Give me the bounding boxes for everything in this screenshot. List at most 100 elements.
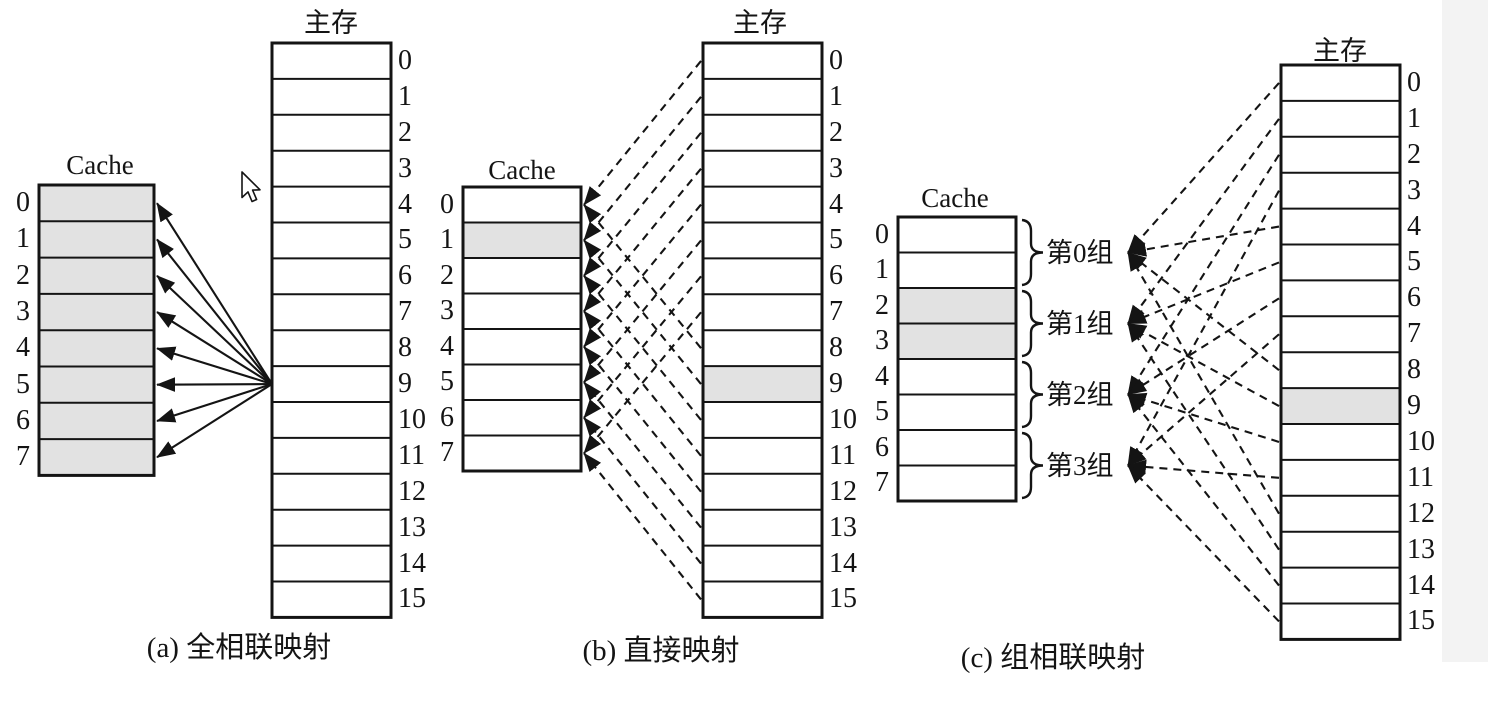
mapping-arrow — [1127, 251, 1280, 371]
mapping-arrow — [156, 202, 273, 385]
cache-row-label: 0 — [875, 218, 889, 250]
cache-row-shading — [899, 288, 1015, 324]
cache-row-shading — [40, 185, 153, 222]
memory-row-label: 4 — [829, 188, 843, 220]
mapping-arrow — [583, 204, 702, 349]
cache-row-label: 7 — [16, 441, 30, 473]
memory-row-label: 11 — [1407, 461, 1434, 493]
mapping-arrow — [156, 238, 273, 385]
set-label: 第0组 — [1046, 237, 1114, 268]
cache-row-label: 1 — [16, 223, 30, 255]
cache-row-shading — [40, 293, 153, 331]
memory-row-label: 10 — [829, 403, 857, 435]
cache-row-label: 7 — [875, 467, 889, 499]
set-brace — [1021, 360, 1044, 429]
cache-row-label: 2 — [875, 289, 889, 321]
mapping-arrow — [583, 452, 702, 601]
memory-row-label: 13 — [829, 511, 857, 543]
mapping-arrow — [583, 60, 702, 206]
memory-row-label: 5 — [829, 224, 843, 256]
diagram-caption: (b) 直接映射 — [582, 635, 740, 667]
memory-row-label: 10 — [1407, 425, 1435, 457]
memory-row-label: 11 — [398, 439, 425, 471]
cache-row-label: 1 — [875, 254, 889, 286]
memory-row-label: 1 — [398, 80, 412, 112]
cache-row-label: 0 — [16, 187, 30, 219]
set-label: 第2组 — [1046, 379, 1114, 410]
memory-row-label: 9 — [829, 368, 843, 400]
cache-row-label: 5 — [875, 396, 889, 428]
cache-row-shading — [40, 439, 153, 476]
cache-row-label: 1 — [440, 224, 454, 256]
mapping-arrow — [583, 381, 702, 529]
mapping-arrow — [1127, 154, 1280, 396]
memory-row-shading — [1282, 388, 1399, 424]
diagram-caption: (a) 全相联映射 — [146, 632, 332, 664]
mapping-arrow — [156, 383, 273, 423]
set-label: 第1组 — [1046, 308, 1114, 339]
memory-row-label: 15 — [829, 583, 857, 615]
mapping-arrow — [1127, 190, 1280, 467]
memory-row-label: 1 — [1407, 102, 1421, 134]
mapping-arrow — [1127, 464, 1280, 623]
memory-row-label: 14 — [829, 547, 857, 579]
memory-row-label: 3 — [398, 152, 412, 184]
memory-row-label: 6 — [1407, 282, 1421, 314]
memory-row-label: 4 — [1407, 210, 1421, 242]
mapping-arrow — [583, 346, 702, 493]
mapping-arrow — [156, 346, 273, 386]
cache-row-shading — [40, 402, 153, 440]
memory-row-label: 11 — [829, 439, 856, 471]
memory-row-label: 9 — [398, 368, 412, 400]
mapping-arrow — [1127, 225, 1280, 257]
cache-title: Cache — [921, 183, 989, 213]
mapping-arrow — [1127, 297, 1280, 396]
memory-row-label: 7 — [398, 296, 412, 328]
cache-row-label: 3 — [16, 296, 30, 328]
memory-row-label: 5 — [1407, 246, 1421, 278]
cache-row-label: 5 — [440, 366, 454, 398]
mapping-arrow — [583, 417, 702, 565]
cache-row-shading — [40, 366, 153, 403]
memory-row-label: 4 — [398, 188, 412, 220]
memory-row-label: 12 — [398, 475, 426, 507]
mapping-arrow — [1127, 82, 1280, 254]
memory-row-label: 6 — [398, 260, 412, 292]
cache-row-label: 2 — [440, 259, 454, 291]
mapping-arrow — [583, 275, 702, 419]
memory-row-label: 12 — [1407, 497, 1435, 529]
cache-row-label: 4 — [875, 360, 889, 392]
memory-row-label: 6 — [829, 260, 843, 292]
memory-row-label: 8 — [1407, 354, 1421, 386]
cache-row-shading — [899, 323, 1015, 359]
mapping-arrow — [1127, 322, 1280, 407]
mapping-arrow — [156, 377, 273, 392]
set-label: 第3组 — [1046, 450, 1114, 481]
mapping-arrow — [583, 275, 702, 421]
cache-row-shading — [40, 330, 153, 367]
memory-row-label: 2 — [398, 116, 412, 148]
cache-row-shading — [40, 257, 153, 294]
cache-row-label: 6 — [16, 404, 30, 436]
cache-row-label: 7 — [440, 437, 454, 469]
memory-row-label: 10 — [398, 403, 426, 435]
memory-row-label: 12 — [829, 475, 857, 507]
memory-row-label: 2 — [829, 116, 843, 148]
mapping-arrow — [583, 167, 702, 312]
memory-row-shading — [704, 366, 821, 402]
cache-title: Cache — [488, 155, 556, 185]
memory-row-label: 15 — [1407, 605, 1435, 637]
memory-row-label: 5 — [398, 224, 412, 256]
cache-title: Cache — [66, 150, 134, 180]
memory-title: 主存 — [304, 8, 358, 38]
memory-row-label: 7 — [829, 296, 843, 328]
mapping-arrow — [1127, 322, 1280, 551]
mapping-arrow — [583, 311, 702, 454]
mouse-cursor-icon — [241, 171, 261, 203]
cache-row-label: 0 — [440, 188, 454, 220]
cache-row-label: 6 — [875, 431, 889, 463]
set-brace — [1021, 218, 1044, 287]
memory-row-label: 8 — [398, 332, 412, 364]
mapping-arrow — [583, 239, 702, 385]
